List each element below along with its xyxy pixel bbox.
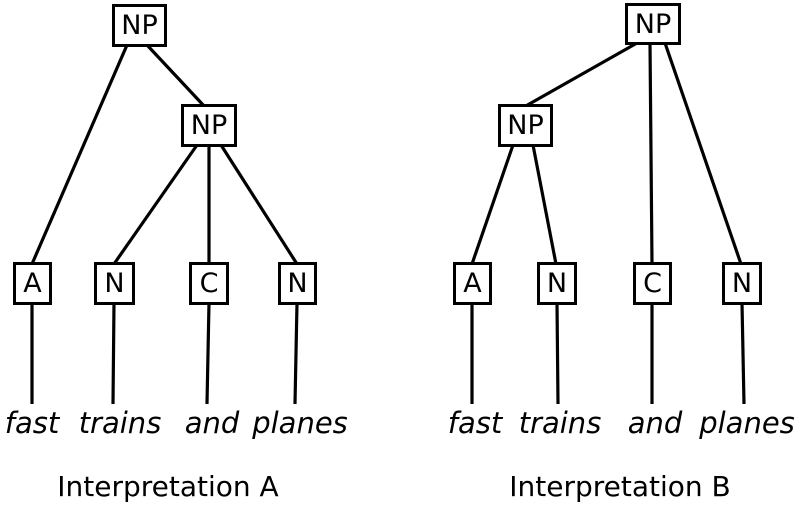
treeA-caption: Interpretation A (57, 470, 279, 503)
stem-b-planes (740, 302, 746, 405)
treeA-word-planes: planes (252, 406, 348, 440)
treeB-leaf-a-node: A (453, 262, 492, 305)
edge-a-root-to-np (145, 43, 207, 109)
treeA-word-trains: trains (78, 406, 162, 440)
treeB-caption: Interpretation B (509, 470, 731, 503)
treeB-leaf-n2-node: N (722, 262, 762, 305)
treeA-word-and: and (184, 406, 240, 440)
treeB-inner-np-node: NP (498, 104, 553, 147)
treeB-leaf-n1-node: N (537, 262, 577, 305)
stem-a-planes (293, 302, 299, 405)
treeB-root-np-node: NP (625, 3, 681, 45)
treeA-word-fast: fast (4, 406, 60, 440)
treeA-leaf-c-node: C (189, 262, 229, 305)
treeB-leaf-c-node: C (633, 262, 672, 305)
treeA-inner-np-node: NP (181, 104, 237, 147)
treeA-leaf-n1-node: N (94, 262, 135, 305)
edge-a-np-to-n1 (112, 144, 199, 265)
edge-b-root-to-c (648, 42, 654, 265)
edge-b-root-to-np (523, 41, 638, 109)
edge-a-np-to-n2 (219, 144, 299, 265)
stem-b-trains (555, 302, 560, 405)
treeB-word-and: and (627, 406, 683, 440)
edge-b-np-to-a (470, 144, 515, 265)
edge-b-root-to-n2 (663, 42, 743, 265)
treeA-leaf-a-node: A (13, 262, 52, 305)
stem-a-and (205, 302, 211, 405)
edge-b-np-to-n1 (531, 144, 558, 265)
treeB-word-fast: fast (447, 406, 503, 440)
treeA-leaf-n2-node: N (278, 262, 317, 305)
stem-a-trains (111, 302, 116, 405)
treeB-word-planes: planes (699, 406, 795, 440)
edge-a-root-to-a (30, 44, 129, 265)
treeA-root-np-node: NP (112, 4, 167, 47)
treeB-word-trains: trains (518, 406, 602, 440)
